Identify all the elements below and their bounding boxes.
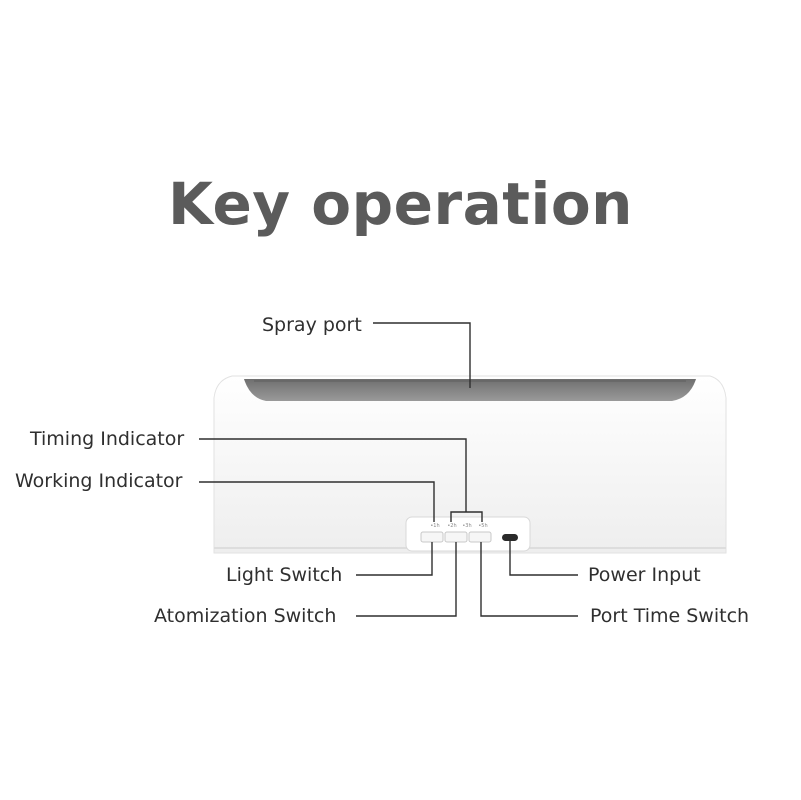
atomization-switch-line [356,542,457,617]
label-port-time-switch: Port Time Switch [590,605,750,627]
port-time-switch-button[interactable] [468,531,492,543]
spray-port-line [373,322,471,388]
timing-indicator-bracket [450,511,483,522]
control-panel: •1h •2h •3h •5h [405,516,531,552]
indicator-mark-3: •3h [462,523,471,529]
light-switch-button[interactable] [420,531,444,543]
indicator-mark-1: •1h [430,523,439,529]
power-input-line [509,541,578,576]
timing-indicator-line [199,438,467,512]
working-indicator-line [199,481,435,522]
indicator-mark-4: •5h [478,523,487,529]
indicator-mark-2: •2h [447,523,456,529]
light-switch-line [356,542,433,576]
label-power-input: Power Input [588,564,701,586]
leader-lines [199,322,578,617]
label-spray-port: Spray port [262,314,362,336]
label-working-indicator: Working Indicator [15,470,183,492]
label-atomization-switch: Atomization Switch [154,605,337,627]
port-time-switch-line [480,542,578,617]
atomization-switch-button[interactable] [444,531,468,543]
power-input-port [502,534,518,541]
label-light-switch: Light Switch [226,564,343,586]
page-title: Key operation [168,170,633,238]
label-timing-indicator: Timing Indicator [30,428,185,450]
